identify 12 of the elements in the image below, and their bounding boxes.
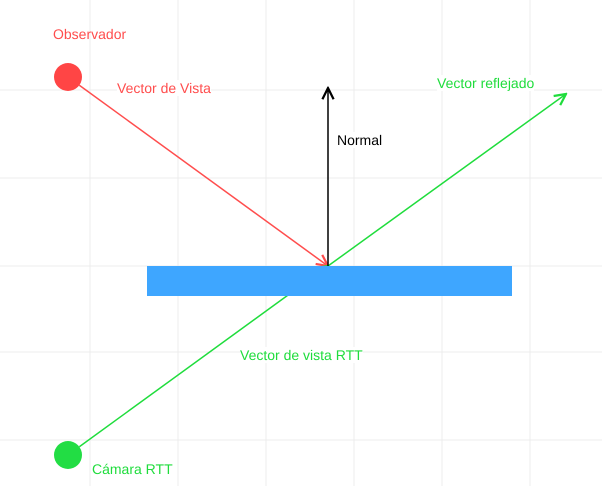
edge-label: Normal: [337, 132, 382, 148]
arrow: [321, 86, 335, 266]
arrow: [328, 92, 568, 267]
edge-label: Vector de Vista: [117, 80, 211, 96]
node-caption: Observador: [53, 26, 126, 42]
node-caption: Cámara RTT: [92, 461, 173, 477]
circle-marker: [54, 441, 82, 469]
edge-label: Vector de vista RTT: [240, 347, 363, 363]
circle-marker: [54, 63, 82, 91]
arrow: [78, 84, 330, 268]
edge-label: Vector reflejado: [437, 75, 534, 91]
surface-bar: [147, 266, 512, 296]
